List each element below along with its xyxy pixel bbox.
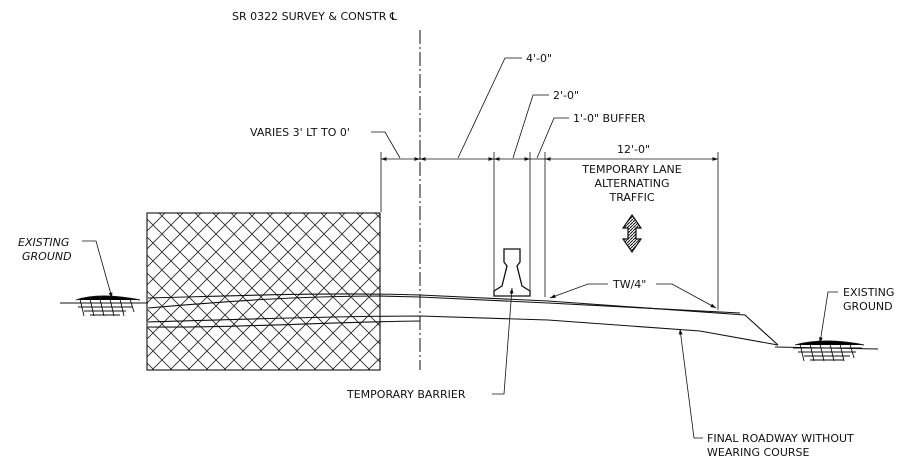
dim-12ft-label: 12'-0" [617,143,650,156]
excavation-hatch-block [146,212,381,371]
dim-2ft-label: 2'-0" [553,89,579,102]
lane-label-line2: ALTERNATING [594,177,669,190]
tw-leader-right [656,283,717,309]
varies-label: VARIES 3' LT TO 0' [250,126,350,139]
final-roadway-label-2: WEARING COURSE [707,446,810,459]
final-roadway-label-1: FINAL ROADWAY WITHOUT [707,432,854,445]
existing-ground-left-label-1: EXISTING [18,236,69,249]
existing-ground-left [60,295,148,317]
existing-ground-left-label-2: GROUND [22,250,72,263]
dim-2ft-leader [512,94,549,159]
dim-4ft-label: 4'-0" [526,52,552,65]
temp-barrier-leader [492,287,514,395]
existing-ground-right-label-2: GROUND [843,300,893,313]
lane-label-line3: TRAFFIC [608,191,654,204]
ground-hatch-icon [793,340,865,362]
dimension-extension-lines [380,152,719,310]
buffer-leader [536,117,569,159]
roadway-section [147,293,779,346]
centerline-label: SR 0322 SURVEY & CONSTR ℄ [232,10,397,23]
varies-leader [371,131,401,159]
existing-ground-left-leader [82,240,113,299]
dim-4ft-leader [457,57,522,159]
double-headed-vertical-arrow-icon [621,213,643,254]
existing-ground-right-leader [818,291,838,344]
ground-hatch-icon [72,295,141,317]
existing-ground-right-label-1: EXISTING [843,286,894,299]
tw-label: TW/4" [612,278,646,291]
temp-barrier-label: TEMPORARY BARRIER [346,388,466,401]
tw-leader-left [549,283,608,299]
lane-label-line1: TEMPORARY LANE [581,163,681,176]
buffer-label: 1'-0" BUFFER [573,112,646,125]
final-roadway-leader [678,328,703,439]
existing-ground-right [774,340,879,362]
